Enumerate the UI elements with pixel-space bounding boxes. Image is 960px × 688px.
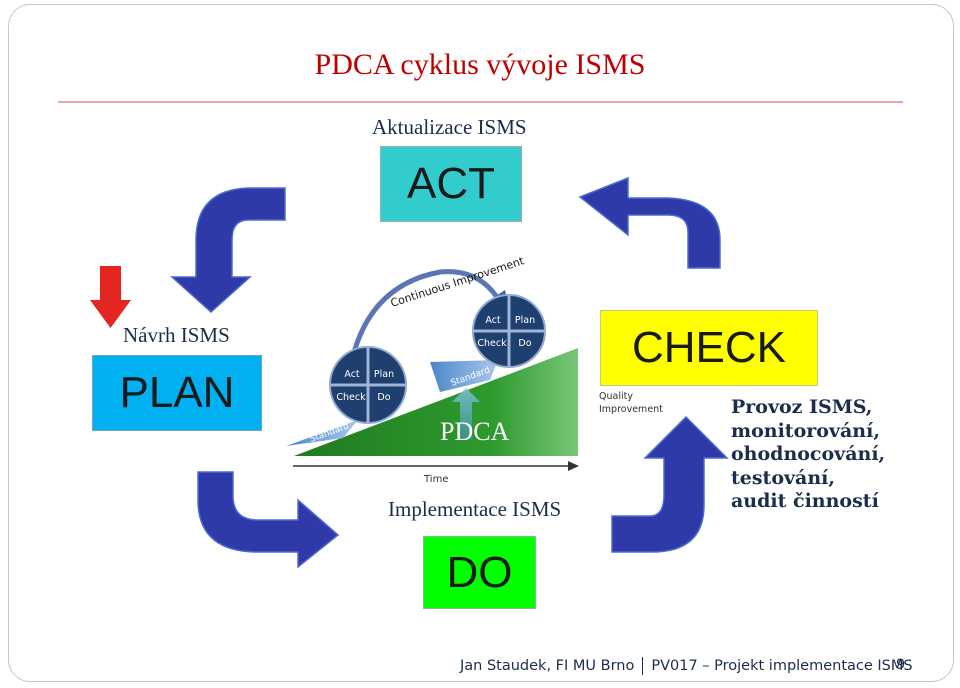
arrow-plan-to-do: [197, 471, 340, 569]
check-description-line: Provoz ISMS,: [731, 396, 873, 418]
do-label: DO: [446, 547, 513, 597]
check-description-line: testování,: [731, 466, 836, 489]
act-box: ACT: [380, 146, 522, 222]
page-number: 9: [896, 657, 906, 673]
time-label: Time: [423, 474, 448, 485]
slide-title: PDCA cyklus vývoje ISMS: [314, 48, 646, 81]
pdca-wheel-large: [472, 294, 546, 368]
plan-label: PLAN: [119, 368, 235, 417]
do-caption: Implementace ISMS: [388, 497, 562, 521]
footer-author: Jan Staudek, FI MU Brno: [460, 658, 635, 674]
pdca-wheel-small: [329, 346, 407, 424]
time-axis-arrowhead: [568, 461, 579, 471]
wheel-large-do: Do: [518, 338, 531, 349]
wheel-small-plan: Plan: [374, 369, 394, 380]
check-box: CHECK: [600, 310, 818, 386]
red-down-arrow: [90, 266, 131, 328]
arrow-check-to-act: [578, 176, 721, 269]
check-description-line: ohodnocování,: [731, 443, 886, 465]
standard-wedge-high: [430, 360, 498, 392]
check-description-line: audit činností: [731, 490, 879, 512]
pdca-label: PDCA: [440, 417, 510, 446]
act-label: ACT: [407, 159, 495, 208]
check-label: CHECK: [631, 323, 787, 372]
footer-separator: [642, 657, 644, 675]
wheel-large-plan: Plan: [515, 315, 535, 326]
quality-label-line2: Improvement: [599, 404, 663, 415]
wheel-large-act: Act: [485, 315, 501, 326]
plan-caption: Návrh ISMS: [123, 323, 230, 347]
check-description: Provoz ISMS, monitorování, ohodnocování,…: [731, 396, 885, 514]
continuous-improvement-curve: [349, 269, 503, 361]
improvement-up-arrow: [452, 388, 480, 440]
wheel-small-act: Act: [344, 369, 360, 380]
standard-wedge-low: [286, 420, 358, 446]
quality-label-line1: Quality: [599, 391, 633, 402]
act-caption: Aktualizace ISMS: [372, 115, 527, 139]
wheel-large-check: Check: [477, 338, 507, 349]
check-description-line: monitorování,: [731, 419, 880, 442]
plan-box: PLAN: [92, 355, 262, 431]
wheel-small-check: Check: [336, 392, 366, 403]
arrow-do-to-check: [611, 415, 729, 553]
footer: Jan Staudek, FI MU Brno PV017 – Projekt i…: [460, 657, 913, 675]
quality-ramp: [294, 348, 578, 456]
arrow-act-to-plan: [170, 187, 286, 314]
title-divider: [58, 101, 903, 103]
do-box: DO: [423, 536, 536, 609]
footer-course: PV017 – Projekt implementace ISMS: [651, 658, 913, 674]
wheel-small-do: Do: [377, 392, 390, 403]
